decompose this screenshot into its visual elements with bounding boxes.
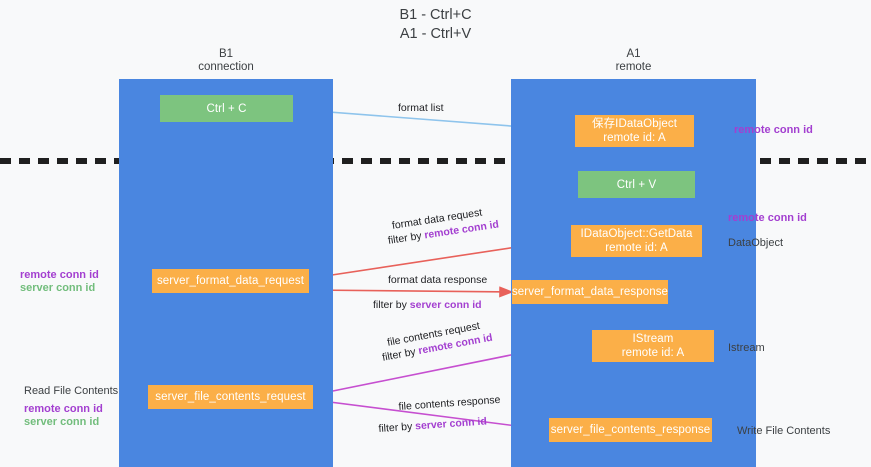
filter-prefix: filter by (387, 229, 426, 247)
filter-prefix: filter by (378, 420, 416, 435)
node-save-idataobject[interactable]: 保存IDataObject remote id: A (575, 115, 694, 147)
edge-label-format-data-response-filter: filter by server conn id (373, 298, 482, 312)
lane-header-a1: A1 remote (615, 48, 652, 73)
node-server-format-data-request[interactable]: server_format_data_request (152, 269, 309, 293)
node-ctrl-c[interactable]: Ctrl + C (160, 95, 293, 122)
diagram-title: B1 - Ctrl+C A1 - Ctrl+V (399, 7, 472, 42)
right-label-write-file-contents: Write File Contents (737, 425, 831, 437)
right-label-remote-conn-id-mid: remote conn id (728, 212, 807, 224)
left-label-remote-conn-id: remote conn id (20, 269, 99, 281)
right-label-dataobject: DataObject (728, 237, 784, 249)
filter-prefix: filter by (381, 345, 420, 364)
node-ctrl-v[interactable]: Ctrl + V (578, 171, 695, 198)
edge-label-format-data-response: format data response (388, 274, 488, 286)
node-istream[interactable]: IStream remote id: A (592, 330, 714, 362)
node-server-file-contents-response[interactable]: server_file_contents_response (549, 418, 712, 442)
left-label-remote-conn-id-2: remote conn id (24, 403, 103, 415)
right-label-istream: Istream (728, 342, 765, 354)
edge-label-file-contents-response-filter: filter by server conn id (378, 414, 487, 436)
edge-label-format-list: format list (398, 102, 444, 114)
lane-header-b1: B1 connection (198, 48, 254, 73)
filter-key-server-conn-id: server conn id (409, 299, 482, 311)
left-label-server-conn-id-2: server conn id (24, 416, 100, 428)
node-server-file-contents-request[interactable]: server_file_contents_request (148, 385, 313, 409)
arrow-format-data-response (307, 286, 514, 298)
edge-label-file-contents-response: file contents response (398, 393, 501, 413)
node-server-format-data-response[interactable]: server_format_data_response (512, 280, 668, 304)
filter-prefix: filter by (373, 299, 410, 311)
node-idataobject-getdata[interactable]: IDataObject::GetData remote id: A (571, 225, 702, 257)
left-label-server-conn-id: server conn id (20, 282, 96, 294)
filter-key-server-conn-id: server conn id (414, 415, 488, 433)
right-label-remote-conn-id-top: remote conn id (734, 124, 813, 136)
left-label-read-file-contents: Read File Contents (24, 385, 119, 397)
